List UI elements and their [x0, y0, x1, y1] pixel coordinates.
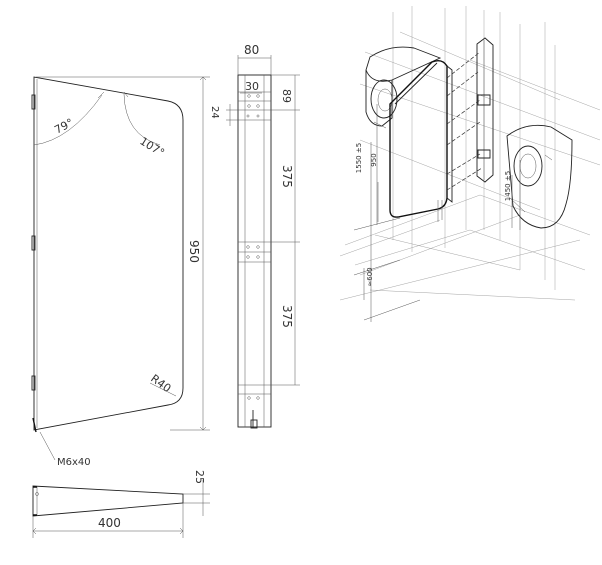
side-view: [226, 55, 300, 429]
floor-offset-label: ≈600: [366, 267, 374, 286]
bottom-view: [32, 480, 210, 538]
urinal-right: [506, 124, 573, 229]
side-spacing-upper-label: 375: [280, 165, 294, 188]
iso-bracket: [437, 37, 494, 222]
panel-height-label: 950: [370, 153, 378, 166]
isometric-view: [339, 6, 601, 322]
front-height-label: 950: [187, 240, 201, 263]
bottom-length-label: 400: [98, 516, 121, 530]
bottom-thickness-label: 25: [193, 470, 206, 484]
iso-panel: [389, 59, 453, 218]
screw-label: M6x40: [57, 457, 91, 468]
mount-height-label: 1550 ±5: [355, 143, 363, 173]
angle-79-label: 79°: [52, 116, 75, 137]
radius-label: R40: [148, 372, 173, 395]
side-inner-width-label: 30: [245, 80, 259, 93]
side-width-label: 80: [244, 43, 259, 57]
side-spacing-lower-label: 375: [280, 305, 294, 328]
side-hole-offset-label: 24: [209, 106, 220, 119]
side-top-offset-label: 89: [280, 89, 293, 103]
urinal-left: [365, 46, 442, 129]
urinal-height-label: 1450 ±5: [504, 171, 512, 201]
front-view: [31, 76, 210, 461]
angle-107-label: 107°: [137, 135, 166, 160]
